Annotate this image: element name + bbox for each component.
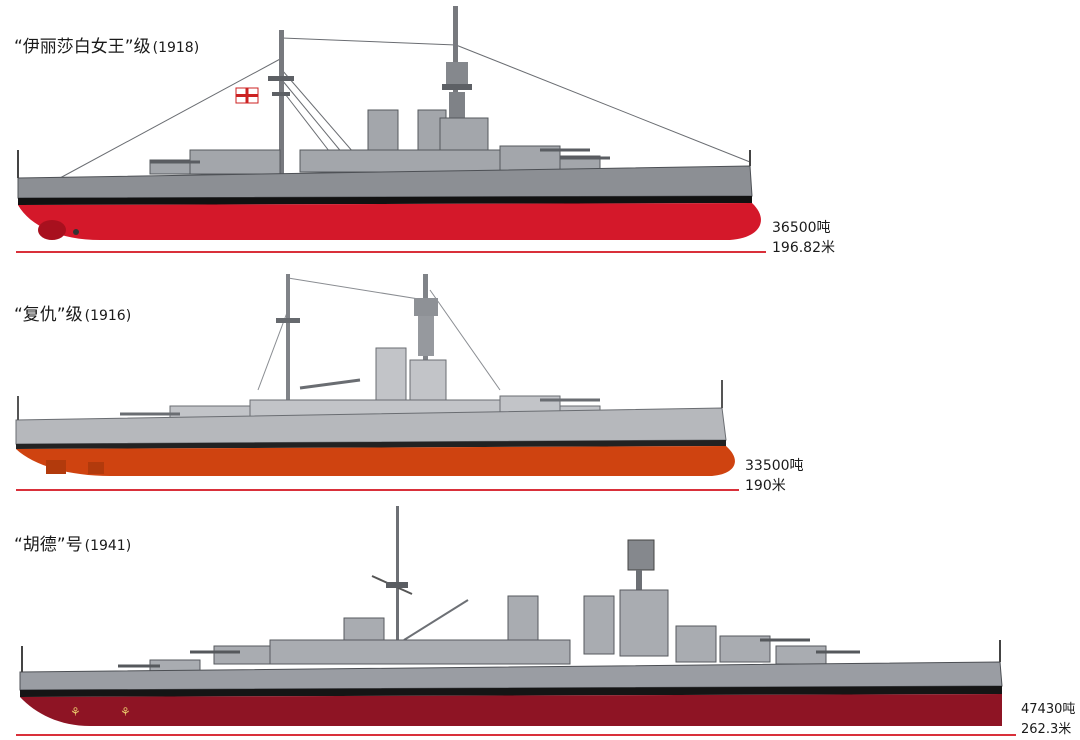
ship-revenge: “复仇”级(1916) <box>0 260 1080 500</box>
ship-hood: “胡德”号(1941) <box>0 500 1080 739</box>
ship-profile-drawing: ⚘ ⚘ <box>19 506 1003 726</box>
length-reference-line <box>16 251 766 253</box>
ship-title: “伊丽莎白女王”级(1918) <box>14 32 199 57</box>
ship-profile-drawing <box>15 274 735 476</box>
svg-text:⚘: ⚘ <box>70 705 81 719</box>
ship-name: “复仇”级 <box>14 305 83 325</box>
ship-stats: 36500吨 196.82米 <box>772 218 835 258</box>
ship-profile-drawing <box>17 6 761 240</box>
length-value: 196.82米 <box>772 240 835 256</box>
ship-year: (1916) <box>84 308 132 324</box>
length-value: 262.3米 <box>1021 722 1072 737</box>
tonnage-value: 33500吨 <box>745 458 804 474</box>
ship-year: (1941) <box>84 538 132 554</box>
tonnage-value: 47430吨 <box>1021 702 1076 717</box>
svg-text:⚘: ⚘ <box>120 705 131 719</box>
length-reference-line <box>16 734 1016 736</box>
tonnage-value: 36500吨 <box>772 220 831 236</box>
ship-year: (1918) <box>152 40 200 56</box>
ship-stats: 33500吨 190米 <box>745 456 804 496</box>
ship-stats: 47430吨 262.3米 <box>1021 700 1075 740</box>
ship-name: “伊丽莎白女王”级 <box>14 37 151 57</box>
ship-title: “胡德”号(1941) <box>14 530 131 555</box>
ship-queen-elizabeth: “伊丽莎白女王”级(1918) <box>0 0 1080 260</box>
length-value: 190米 <box>745 478 786 494</box>
ship-name: “胡德”号 <box>14 535 83 555</box>
length-reference-line <box>16 489 739 491</box>
ship-title: “复仇”级(1916) <box>14 300 131 325</box>
